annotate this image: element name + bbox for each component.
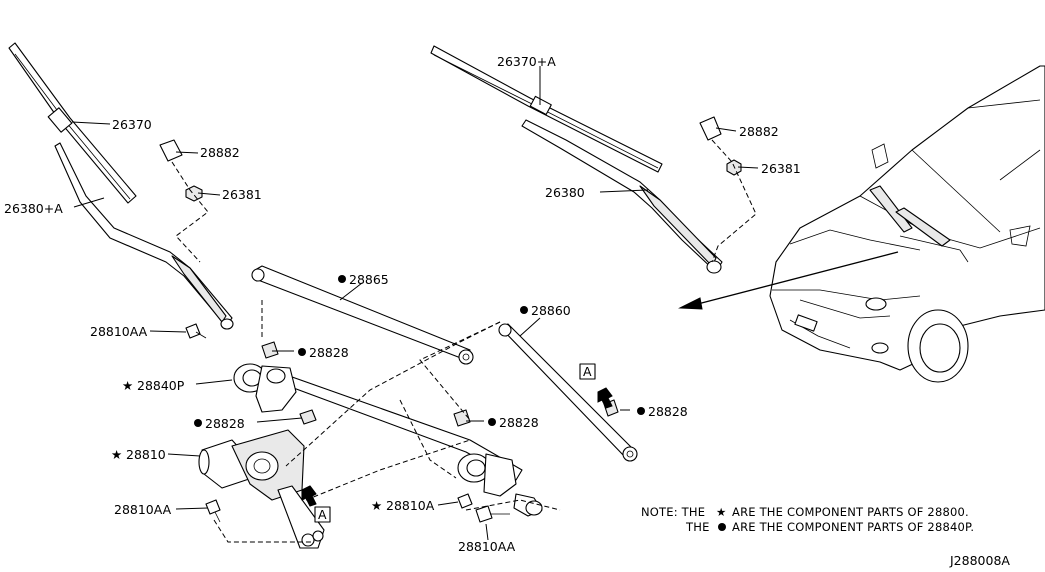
bolt-28810AA-top [185, 323, 207, 339]
pivot-cap-right [699, 116, 722, 141]
label-26370A: 26370+A [497, 54, 556, 69]
view-a-box-left: A [314, 506, 331, 523]
bolt-28810AA-bottom [475, 505, 510, 523]
label-26380A: 26380+A [4, 201, 63, 216]
wiper-motor [198, 429, 325, 549]
label-28828-a: 28828 [309, 345, 349, 360]
label-26381-right: 26381 [761, 161, 801, 176]
link-rod-28860 [498, 323, 638, 462]
label-28882-left: 28882 [200, 145, 240, 160]
wiper-blade-right [430, 45, 663, 173]
dot-marker [488, 418, 496, 426]
bolt-28810A [457, 493, 473, 509]
dot-marker [637, 407, 645, 415]
label-28828-c: 28828 [499, 415, 539, 430]
label-26370: 26370 [112, 117, 152, 132]
note-line2-prefix: THE [685, 520, 710, 534]
wiper-arm-right [521, 119, 723, 274]
label-28840P: 28840P [137, 378, 185, 393]
note-line1-prefix: NOTE: THE [641, 505, 705, 519]
view-arrow-right [597, 387, 613, 409]
view-a-box-right: A [579, 363, 596, 380]
car-illustration [769, 65, 1045, 383]
pivot-cap-left [159, 139, 183, 162]
part-labels: 26370 26380+A 28882 26381 26370+A 26380 … [4, 54, 801, 554]
note-star: ★ [716, 505, 727, 519]
dot-marker [338, 275, 346, 283]
note-line2-suffix: ARE THE COMPONENT PARTS OF 28840P. [732, 520, 974, 534]
label-28810AA-top: 28810AA [90, 324, 148, 339]
label-28810: 28810 [126, 447, 166, 462]
label-28882-right: 28882 [739, 124, 779, 139]
view-arrow-left [301, 485, 317, 507]
dashed-leaders [171, 139, 757, 543]
svg-text:A: A [583, 364, 592, 379]
label-28860: 28860 [531, 303, 571, 318]
wiper-blade-left [8, 42, 137, 204]
star-marker: ★ [371, 498, 382, 513]
note-dot [718, 523, 726, 531]
note-line1-suffix: ARE THE COMPONENT PARTS OF 28800. [732, 505, 969, 519]
label-26381-left: 26381 [222, 187, 262, 202]
dot-marker [194, 419, 202, 427]
label-28828-d: 28828 [648, 404, 688, 419]
leader-lines [71, 66, 759, 541]
wiper-frame-assembly [233, 341, 619, 517]
link-rod-28865 [251, 265, 474, 365]
diagram-id: J288008A [949, 553, 1010, 568]
location-arrow [678, 251, 899, 310]
label-28828-b: 28828 [205, 416, 245, 431]
notes-block: NOTE: THE ★ ARE THE COMPONENT PARTS OF 2… [641, 505, 974, 534]
svg-text:A: A [318, 507, 327, 522]
dot-marker [520, 306, 528, 314]
bolt-28810AA-left [205, 499, 221, 523]
label-28810AA-bottom: 28810AA [458, 539, 516, 554]
label-28865: 28865 [349, 272, 389, 287]
star-marker: ★ [111, 447, 122, 462]
label-28810AA-left: 28810AA [114, 502, 172, 517]
label-26380: 26380 [545, 185, 585, 200]
label-28810A: 28810A [386, 498, 435, 513]
dot-marker [298, 348, 306, 356]
wiper-arm-left [54, 142, 234, 330]
star-marker: ★ [122, 378, 133, 393]
